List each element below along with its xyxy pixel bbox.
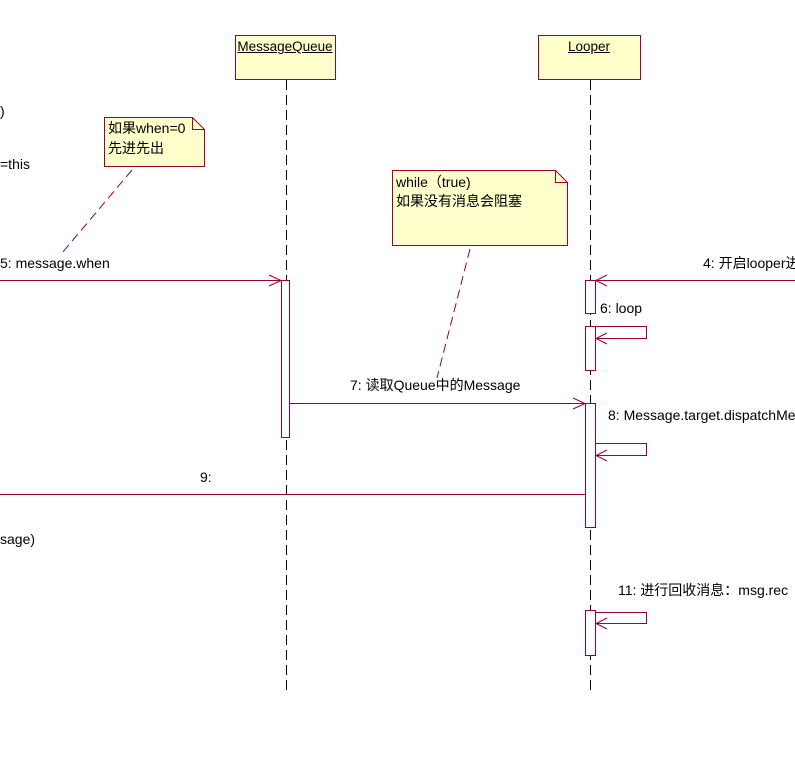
message-7-arrowhead: [572, 397, 587, 410]
message-11-self-loop: [596, 612, 647, 624]
message-11-label: 11: 进行回收消息：msg.rec: [618, 582, 789, 598]
message-6-self-loop: [596, 326, 647, 339]
fragment-this: =this: [0, 156, 30, 172]
note-2-fold: [555, 170, 568, 183]
note-1-line-2: 先进先出: [108, 140, 164, 156]
message-7-label: 7: 读取Queue中的Message: [350, 377, 521, 393]
note-2-line-1: while（true): [396, 174, 471, 190]
message-4-arrowhead: [594, 274, 608, 287]
lifeline-name-messagequeue: MessageQueue: [237, 39, 333, 54]
activation-looper-3: [585, 403, 596, 528]
message-8-label: 8: Message.target.dispatchMe: [608, 407, 795, 423]
note-1-line-1: 如果when=0: [108, 120, 186, 136]
note-1-fold: [192, 117, 205, 130]
fragment-paren: ): [0, 103, 5, 119]
lifeline-head-messagequeue: [235, 35, 336, 80]
message-6-arrowhead: [594, 332, 608, 345]
lifeline-name-looper: Looper: [567, 39, 611, 54]
note-1-connector: [61, 169, 133, 254]
lifeline-head-looper: [538, 35, 641, 80]
message-11-arrowhead: [594, 617, 608, 630]
message-6-label: 6: loop: [600, 300, 643, 316]
message-5-label: 5: message.when: [0, 255, 110, 271]
message-4-label: 4: 开启looper进: [703, 255, 795, 271]
message-8-self-loop: [596, 443, 647, 456]
activation-looper-4: [585, 610, 596, 656]
message-8-arrowhead: [594, 449, 608, 462]
note-2-body: [392, 170, 568, 246]
note-1-body: [104, 117, 205, 167]
activation-messagequeue: [281, 280, 290, 438]
note-2-line-2: 如果没有消息会阻塞: [396, 193, 522, 209]
activation-looper-1: [585, 280, 596, 314]
fragment-message-end: sage): [0, 531, 36, 547]
message-9-label: 9:: [200, 469, 212, 485]
note-2-connector: [436, 248, 471, 379]
message-5-arrowhead: [268, 274, 283, 287]
activation-looper-2: [585, 326, 596, 371]
